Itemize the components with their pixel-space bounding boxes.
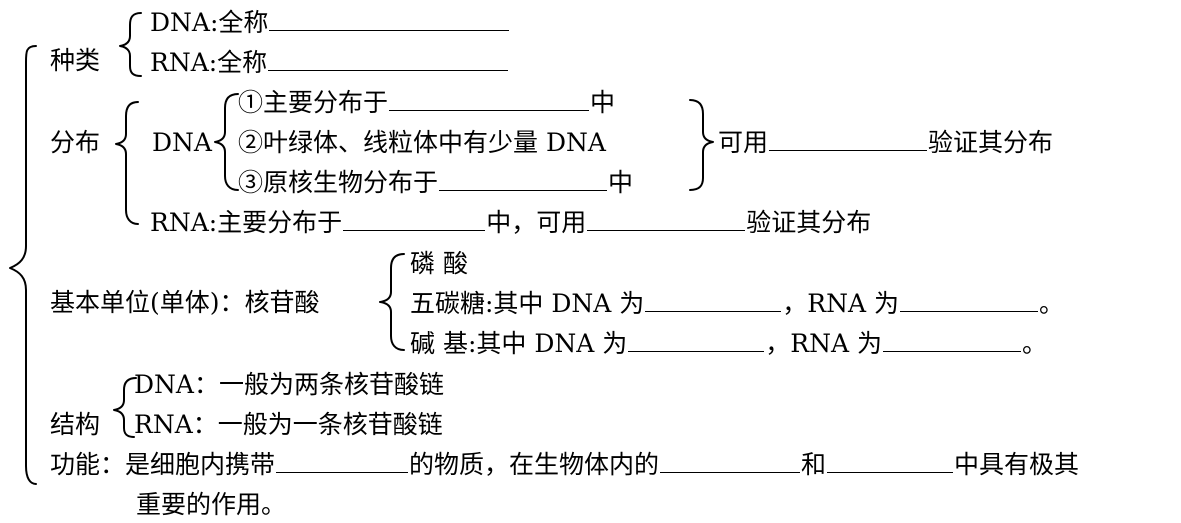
- dna-brace: [214, 93, 239, 191]
- base-line: 碱 基:其中 DNA 为 ，RNA 为 。: [410, 329, 1047, 359]
- prokaryote-location-blank[interactable]: [439, 168, 608, 191]
- dna-verify-line: 可用 验证其分布: [718, 128, 1053, 158]
- structure-label: 结构: [50, 410, 101, 439]
- function-line-2: 重要的作用。: [136, 490, 287, 519]
- dna-base-blank[interactable]: [628, 329, 765, 352]
- distribution-brace: [115, 101, 139, 225]
- types-label: 种类: [50, 46, 101, 75]
- unit-label: 基本单位(单体)：核苷酸: [50, 288, 320, 317]
- types-rna-line: RNA:全称: [150, 48, 509, 78]
- base-prefix: 碱 基:其中 DNA 为: [410, 329, 628, 358]
- types-dna-line: DNA:全称: [150, 8, 510, 38]
- sugar-line: 五碳糖:其中 DNA 为 ，RNA 为 。: [410, 289, 1064, 319]
- dna-right-brace: [689, 99, 714, 191]
- base-suffix: 。: [1021, 329, 1047, 358]
- rna-distribution-middle: 中，可用: [486, 208, 587, 237]
- outer-brace: [9, 45, 37, 485]
- function-prefix: 功能：是细胞内携带: [50, 450, 276, 479]
- genetic-info-blank[interactable]: [276, 450, 409, 473]
- dna-location-blank[interactable]: [389, 88, 590, 111]
- rna-sugar-blank[interactable]: [900, 289, 1038, 312]
- sugar-prefix: 五碳糖:其中 DNA 为: [410, 289, 645, 318]
- rna-distribution-prefix: RNA:主要分布于: [150, 208, 343, 237]
- types-rna-text: RNA:全称: [150, 48, 268, 77]
- dna-verify-prefix: 可用: [718, 128, 769, 157]
- structure-dna-line: DNA：一般为两条核苷酸链: [134, 370, 444, 399]
- dna-item-3-prefix: ③原核生物分布于: [238, 168, 439, 197]
- types-dna-text: DNA:全称: [150, 8, 269, 37]
- heredity-blank[interactable]: [660, 450, 801, 473]
- dna-stain-blank[interactable]: [769, 128, 928, 151]
- phosphate-line: 磷 酸: [410, 249, 468, 278]
- rna-base-blank[interactable]: [882, 329, 1021, 352]
- distribution-dna-label: DNA: [152, 128, 212, 157]
- dna-item-1-prefix: ①主要分布于: [238, 88, 389, 117]
- dna-item-1: ①主要分布于 中: [238, 88, 615, 118]
- dna-item-3-suffix: 中: [608, 168, 634, 197]
- sugar-suffix: 。: [1039, 289, 1065, 318]
- structure-brace: [113, 377, 137, 438]
- rna-stain-blank[interactable]: [587, 208, 746, 231]
- rna-fullname-blank[interactable]: [268, 48, 509, 71]
- function-suffix: 中具有极其: [954, 450, 1080, 479]
- types-brace: [119, 12, 142, 77]
- function-line-1: 功能：是细胞内携带 的物质，在生物体内的 和 中具有极其: [50, 450, 1079, 480]
- unit-brace: [379, 253, 405, 351]
- structure-rna-line: RNA：一般为一条核苷酸链: [134, 410, 443, 439]
- dna-verify-suffix: 验证其分布: [928, 128, 1054, 157]
- rna-distribution-suffix: 验证其分布: [746, 208, 872, 237]
- dna-item-1-suffix: 中: [590, 88, 616, 117]
- protein-synthesis-blank[interactable]: [827, 450, 954, 473]
- function-middle-1: 的物质，在生物体内的: [409, 450, 660, 479]
- rna-distribution-line: RNA:主要分布于 中，可用 验证其分布: [150, 208, 871, 238]
- dna-item-2: ②叶绿体、线粒体中有少量 DNA: [238, 128, 606, 157]
- distribution-label: 分布: [50, 128, 101, 157]
- dna-item-3: ③原核生物分布于 中: [238, 168, 633, 198]
- function-middle-2: 和: [801, 450, 827, 479]
- dna-fullname-blank[interactable]: [269, 8, 510, 31]
- rna-location-blank[interactable]: [343, 208, 486, 231]
- dna-sugar-blank[interactable]: [645, 289, 782, 312]
- base-middle: ，RNA 为: [765, 329, 882, 358]
- sugar-middle: ，RNA 为: [782, 289, 899, 318]
